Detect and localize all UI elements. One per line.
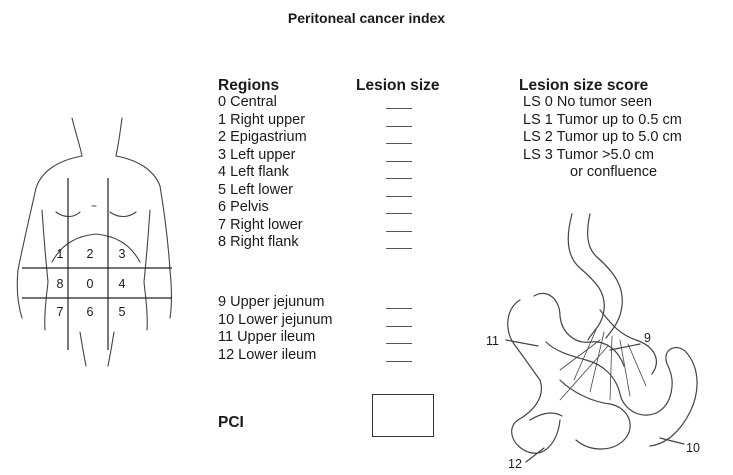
grid-number-4: 4 xyxy=(119,277,126,291)
pci-score-box[interactable] xyxy=(372,394,434,437)
grid-number-7: 7 xyxy=(57,305,64,319)
grid-number-8: 8 xyxy=(57,277,64,291)
right-arm-outline xyxy=(116,156,172,318)
region-item: 11 Upper ileum xyxy=(218,329,332,347)
bowel-label-12: 12 xyxy=(508,457,522,471)
lesion-size-score-list: LS 0 No tumor seen LS 1 Tumor up to 0.5 … xyxy=(523,94,682,182)
grid-number-1: 1 xyxy=(57,247,64,261)
score-item: or confluence xyxy=(523,164,682,182)
torso-right-side xyxy=(144,210,150,330)
grid-number-2: 2 xyxy=(87,247,94,261)
regions-list: 0 Central 1 Right upper 2 Epigastrium 3 … xyxy=(218,94,307,252)
grid-number-3: 3 xyxy=(119,247,126,261)
lesion-size-blank[interactable] xyxy=(386,196,412,197)
lesion-size-header: Lesion size xyxy=(356,77,440,95)
neck-right-line xyxy=(116,118,122,156)
small-bowel-regions-list: 9 Upper jejunum 10 Lower jejunum 11 Uppe… xyxy=(218,294,332,364)
lesion-size-blank[interactable] xyxy=(386,343,412,344)
lesion-size-blank[interactable] xyxy=(386,108,412,109)
torso-left-side xyxy=(42,210,48,330)
neck-left-line xyxy=(72,118,82,156)
grid-number-6: 6 xyxy=(87,305,94,319)
region-item: 9 Upper jejunum xyxy=(218,294,332,312)
region-item: 8 Right flank xyxy=(218,234,307,252)
score-item: LS 1 Tumor up to 0.5 cm xyxy=(523,112,682,130)
region-item: 10 Lower jejunum xyxy=(218,312,332,330)
lesion-size-blank[interactable] xyxy=(386,178,412,179)
region-item: 3 Left upper xyxy=(218,147,307,165)
regions-header: Regions xyxy=(218,77,279,95)
lesion-size-blank[interactable] xyxy=(386,326,412,327)
region-item: 4 Left flank xyxy=(218,164,307,182)
chest-right xyxy=(110,212,136,217)
lesion-size-blank[interactable] xyxy=(386,248,412,249)
region-item: 0 Central xyxy=(218,94,307,112)
region-item: 12 Lower ileum xyxy=(218,347,332,365)
region-item: 5 Left lower xyxy=(218,182,307,200)
score-item: LS 2 Tumor up to 5.0 cm xyxy=(523,129,682,147)
region-item: 1 Right upper xyxy=(218,112,307,130)
lesion-size-blank[interactable] xyxy=(386,143,412,144)
leg-line-left xyxy=(80,332,86,366)
score-item: LS 0 No tumor seen xyxy=(523,94,682,112)
score-item: LS 3 Tumor >5.0 cm xyxy=(523,147,682,165)
bowel-label-11: 11 xyxy=(486,334,499,348)
grid-number-5: 5 xyxy=(119,305,126,319)
lesion-size-blank[interactable] xyxy=(386,308,412,309)
region-item: 6 Pelvis xyxy=(218,199,307,217)
left-arm-outline xyxy=(17,156,82,318)
bowel-label-9: 9 xyxy=(644,331,651,345)
lesion-size-blank[interactable] xyxy=(386,161,412,162)
leg-line-right xyxy=(108,332,114,366)
bowel-label-10: 10 xyxy=(686,441,700,455)
lesion-size-blank[interactable] xyxy=(386,126,412,127)
region-item: 2 Epigastrium xyxy=(218,129,307,147)
lesion-size-blank[interactable] xyxy=(386,213,412,214)
small-bowel-diagram xyxy=(506,214,697,462)
lesion-size-blank[interactable] xyxy=(386,231,412,232)
lesion-size-score-header: Lesion size score xyxy=(519,77,648,95)
grid-number-0: 0 xyxy=(87,277,94,291)
region-item: 7 Right lower xyxy=(218,217,307,235)
lesion-size-blank[interactable] xyxy=(386,361,412,362)
pci-label: PCI xyxy=(218,414,244,432)
